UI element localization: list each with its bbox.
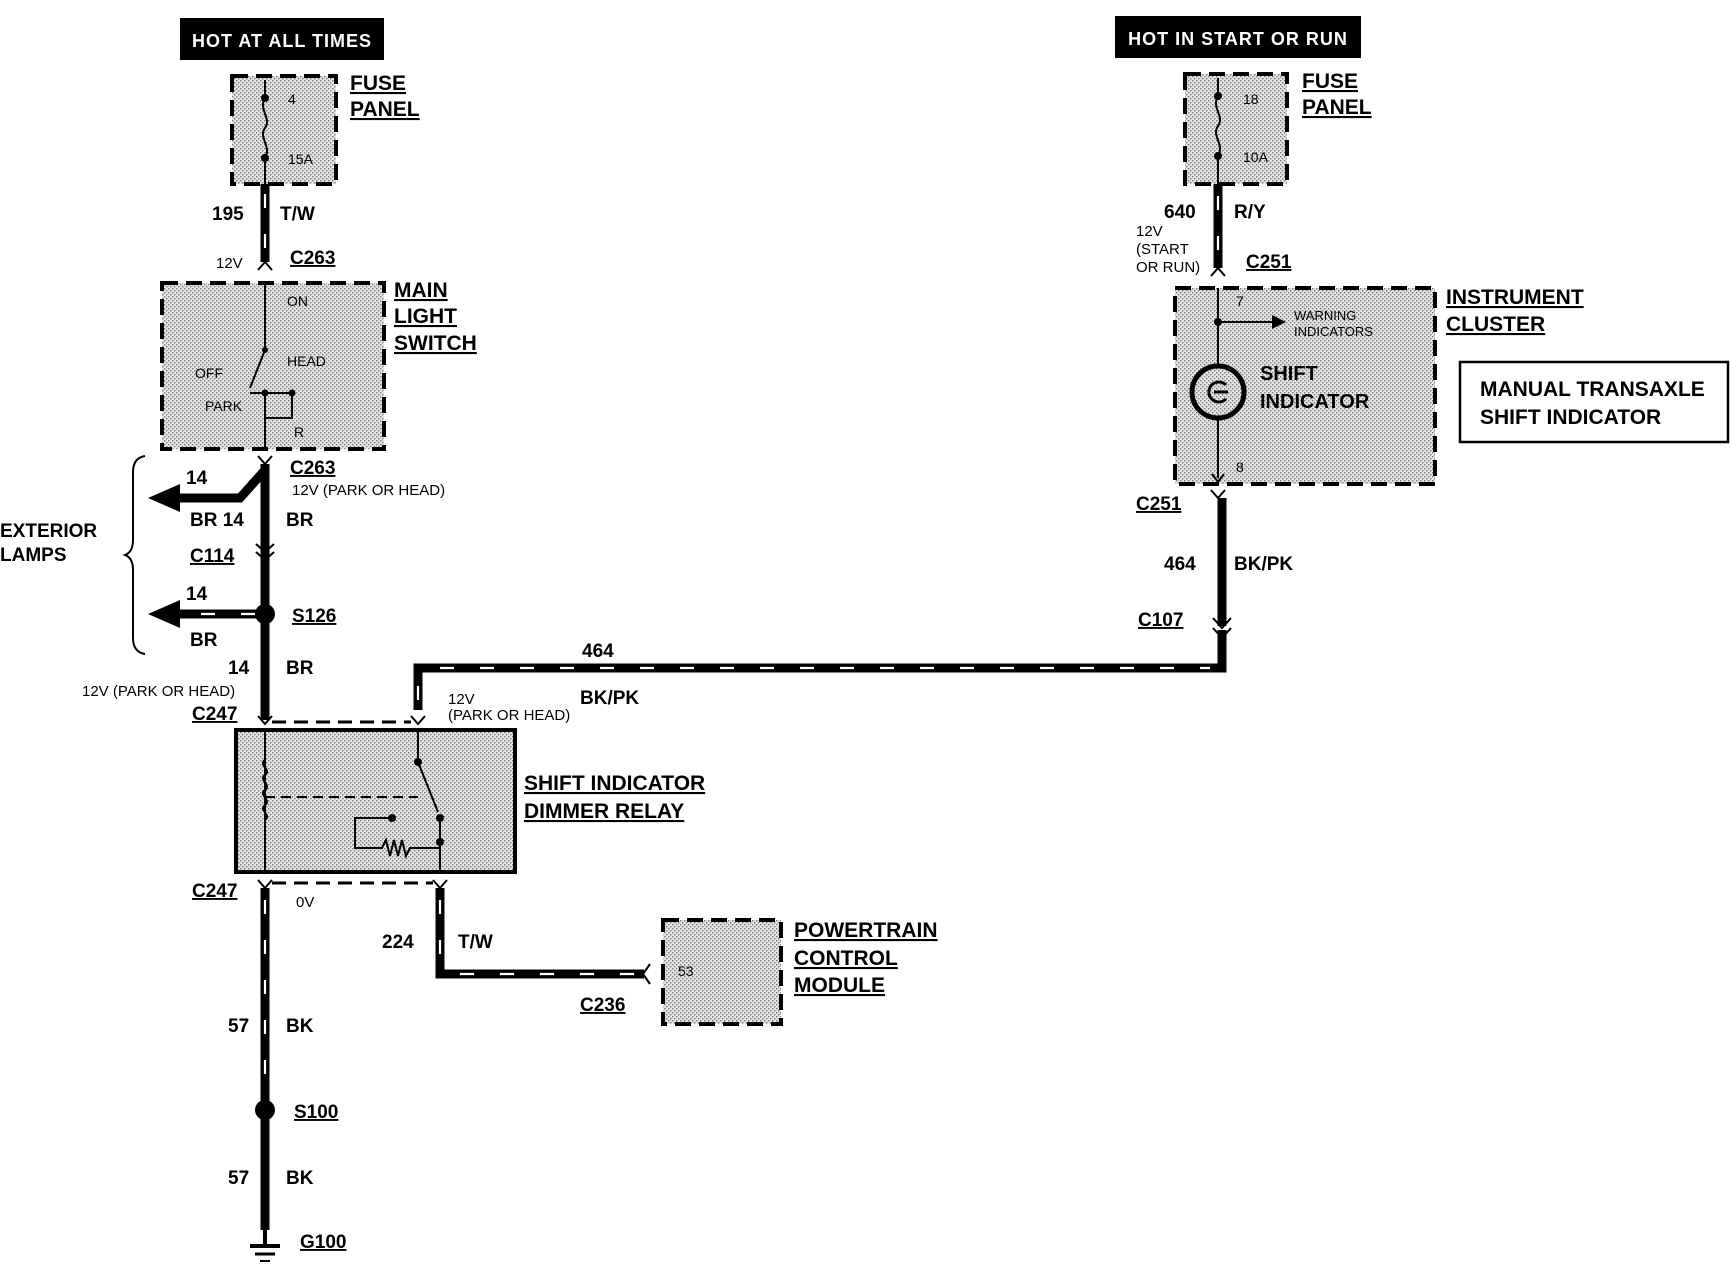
voltage-start-run-l2: (START — [1136, 241, 1189, 258]
instrument-cluster: 7 WARNING INDICATORS SHIFT INDICATOR 8 — [1173, 286, 1437, 486]
fuse-panel-left-title2: PANEL — [350, 98, 420, 121]
cluster-shift-1: SHIFT — [1260, 363, 1318, 385]
cluster-title2: CLUSTER — [1446, 313, 1545, 336]
banner-right-label: HOT IN START OR RUN — [1128, 29, 1348, 49]
connector-c114: C114 — [190, 546, 235, 567]
connector-c107: C107 — [1138, 610, 1183, 631]
voltage-park-head-1: 12V (PARK OR HEAD) — [292, 482, 445, 499]
wire-464-h-color: BK/PK — [580, 688, 639, 709]
voltage-park-head-2: 12V (PARK OR HEAD) — [82, 683, 235, 700]
exterior-lamps-line1: EXTERIOR — [0, 521, 97, 542]
splice-s126: S126 — [292, 606, 336, 627]
cluster-pin7: 7 — [1236, 293, 1244, 309]
pcm-title1: POWERTRAIN — [794, 919, 938, 942]
connector-c251-bottom: C251 — [1136, 494, 1182, 515]
wire-640-number: 640 — [1164, 202, 1196, 223]
voltage-0v: 0V — [296, 894, 314, 911]
splice-s100: S100 — [294, 1102, 338, 1123]
note-box: MANUAL TRANSAXLE SHIFT INDICATOR — [1458, 360, 1730, 444]
note-line1: MANUAL TRANSAXLE — [1480, 378, 1705, 401]
cluster-pin8: 8 — [1236, 459, 1244, 475]
fuse-left-rating: 15A — [288, 151, 314, 167]
cluster-shift-2: INDICATOR — [1260, 391, 1370, 413]
wire-464-v-color: BK/PK — [1234, 554, 1293, 575]
switch-off-label: OFF — [195, 365, 223, 381]
wire-464-horizontal — [413, 630, 1227, 710]
branch-exterior-lamps-bottom — [148, 600, 265, 628]
relay-title2: DIMMER RELAY — [524, 800, 684, 823]
br14-left: BR 14 — [190, 510, 244, 531]
cluster-warning-2: INDICATORS — [1294, 324, 1373, 339]
wire-464-h-number: 464 — [582, 641, 614, 662]
br-c: BR — [286, 658, 314, 679]
fuse-panel-right: 18 10A — [1183, 72, 1289, 186]
fuse-right-number: 18 — [1243, 91, 1259, 107]
fuse-right-rating: 10A — [1243, 149, 1269, 165]
pcm-pin: 53 — [678, 963, 694, 979]
exterior-lamps-line2: LAMPS — [0, 545, 67, 566]
wire-224 — [435, 888, 644, 979]
wire-14-b: 14 — [186, 584, 208, 605]
relay-title1: SHIFT INDICATOR — [524, 772, 705, 795]
wire-14-c: 14 — [228, 658, 250, 679]
voltage-park-head-3b: (PARK OR HEAD) — [448, 707, 570, 724]
wire-14-a: 14 — [186, 468, 208, 489]
banner-hot-in-start-or-run: HOT IN START OR RUN — [1115, 16, 1361, 58]
wire-57-a-color: BK — [286, 1016, 314, 1037]
voltage-start-run-l1: 12V — [1136, 223, 1163, 240]
powertrain-control-module: 53 — [661, 918, 783, 1026]
fuse-panel-right-title2: PANEL — [1302, 96, 1372, 119]
note-line2: SHIFT INDICATOR — [1480, 406, 1661, 429]
switch-on-label: ON — [287, 293, 308, 309]
connector-c251-top: C251 — [1246, 252, 1292, 273]
wire-195-color: T/W — [280, 204, 315, 225]
connector-c236: C236 — [580, 995, 625, 1016]
ground-symbol — [250, 1230, 280, 1262]
voltage-start-run-l3: OR RUN) — [1136, 259, 1200, 276]
switch-r-label: R — [294, 424, 304, 440]
br-b: BR — [190, 630, 218, 651]
banner-left-label: HOT AT ALL TIMES — [192, 31, 372, 51]
connector-c247-bottom: C247 — [192, 881, 237, 902]
pcm-title3: MODULE — [794, 974, 885, 997]
pcm-title2: CONTROL — [794, 947, 898, 970]
fuse-panel-right-title1: FUSE — [1302, 70, 1358, 93]
shift-indicator-dimmer-relay — [234, 728, 517, 874]
banner-hot-at-all-times: HOT AT ALL TIMES — [180, 18, 384, 60]
fuse-panel-left: 4 15A — [230, 74, 338, 186]
wire-224-color: T/W — [458, 932, 493, 953]
splice-s100-dot — [255, 1100, 275, 1120]
wire-640-color: R/Y — [1234, 202, 1266, 223]
connector-c247-top: C247 — [192, 704, 237, 725]
main-light-switch: ON HEAD OFF PARK R — [160, 281, 386, 451]
wire-464-v-number: 464 — [1164, 554, 1196, 575]
wire-57-a-number: 57 — [228, 1016, 249, 1037]
cluster-warning-1: WARNING — [1294, 308, 1356, 323]
fuse-panel-left-title1: FUSE — [350, 72, 406, 95]
main-light-switch-title2: LIGHT — [394, 305, 457, 328]
wire-224-number: 224 — [382, 932, 414, 953]
switch-park-label: PARK — [205, 398, 243, 414]
connector-c263-top: C263 — [290, 248, 335, 269]
voltage-12v-top-left: 12V — [216, 255, 243, 272]
cluster-title1: INSTRUMENT — [1446, 286, 1584, 309]
br-a: BR — [286, 510, 314, 531]
connector-c263-bottom: C263 — [290, 458, 335, 479]
fuse-left-number: 4 — [288, 91, 296, 107]
voltage-park-head-3a: 12V — [448, 691, 475, 708]
ground-g100: G100 — [300, 1232, 346, 1253]
wire-57-b-color: BK — [286, 1168, 314, 1189]
wire-195-number: 195 — [212, 204, 244, 225]
switch-head-label: HEAD — [287, 353, 326, 369]
main-light-switch-title3: SWITCH — [394, 332, 477, 355]
wire-57-b-number: 57 — [228, 1168, 249, 1189]
branch-exterior-lamps-top — [148, 467, 269, 512]
exterior-lamps-brace — [122, 455, 146, 655]
main-light-switch-title1: MAIN — [394, 279, 448, 302]
